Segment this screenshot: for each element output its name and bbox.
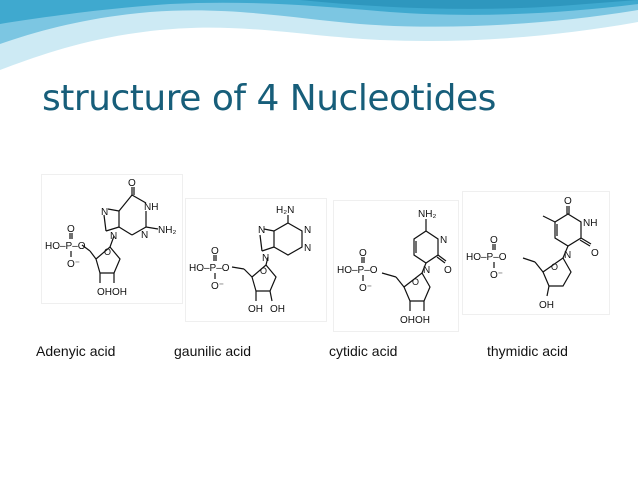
p-oxo-label: O bbox=[359, 248, 367, 259]
oh-label: OH bbox=[539, 300, 554, 311]
n7-label: N bbox=[258, 225, 265, 236]
n9-label: N bbox=[110, 231, 117, 242]
nh2-label: NH₂ bbox=[158, 225, 176, 236]
phosphate-label: HO–P–O bbox=[466, 252, 507, 263]
structure-adenyic-acid: O NH NH₂ N N N O HO–P–O O⁻ O OHOH bbox=[41, 174, 183, 304]
n7-label: N bbox=[101, 207, 108, 218]
oh-label: OH bbox=[248, 304, 263, 315]
n1-label: N bbox=[423, 265, 430, 276]
n9-label: N bbox=[262, 253, 269, 264]
p-minus-label: O⁻ bbox=[67, 259, 80, 270]
phosphate-label: HO–P–O bbox=[337, 265, 378, 276]
n3-label: N bbox=[304, 243, 311, 254]
n3-label: N bbox=[141, 230, 148, 241]
nh-label: NH bbox=[144, 202, 158, 213]
diol-label: OHOH bbox=[400, 315, 430, 326]
phosphate-label: HO–P–O bbox=[189, 263, 230, 274]
h2n-label: H₂N bbox=[276, 205, 294, 216]
header-banner bbox=[0, 0, 638, 70]
ring-o-label: O bbox=[104, 247, 111, 257]
p-minus-label: O⁻ bbox=[211, 281, 224, 292]
carbonyl-o-label: O bbox=[128, 178, 136, 189]
phosphate-label: HO–P–O bbox=[45, 241, 86, 252]
nh2-label: NH₂ bbox=[418, 209, 436, 220]
slide-title: structure of 4 Nucleotides bbox=[42, 78, 496, 119]
nucleotide-diagram: O NH NH₂ N N N O HO–P–O O⁻ O OHOH bbox=[45, 178, 176, 298]
ring-o-label: O bbox=[412, 277, 419, 287]
n1-label: N bbox=[564, 250, 571, 261]
diol-label: OHOH bbox=[97, 287, 127, 298]
p-minus-label: O⁻ bbox=[359, 283, 372, 294]
oh-label: OH bbox=[270, 304, 285, 315]
structure-thymidic-acid: O NH N O O HO–P–O O⁻ O OH bbox=[462, 191, 610, 315]
p-minus-label: O⁻ bbox=[490, 270, 503, 281]
ring-o-label: O bbox=[260, 266, 267, 276]
nh-label: NH bbox=[583, 218, 597, 229]
caption-gaunilic-acid: gaunilic acid bbox=[174, 343, 252, 359]
caption-cytidic-acid: cytidic acid bbox=[329, 343, 398, 359]
n1-label: N bbox=[304, 225, 311, 236]
c-o-label: O bbox=[444, 265, 452, 276]
nucleotide-diagram: H₂N N N N N O HO–P–O O⁻ O OH OH bbox=[189, 205, 311, 315]
ring-o-label: O bbox=[551, 262, 558, 272]
caption-adenyic-acid: Adenyic acid bbox=[36, 343, 116, 359]
n3-label: N bbox=[440, 235, 447, 246]
p-oxo-label: O bbox=[67, 224, 75, 235]
nucleotide-diagram: NH₂ N N O O HO–P–O O⁻ O OHOH bbox=[337, 209, 452, 326]
o2-label: O bbox=[591, 248, 599, 259]
structure-gaunilic-acid: H₂N N N N N O HO–P–O O⁻ O OH OH bbox=[185, 198, 327, 322]
p-oxo-label: O bbox=[490, 235, 498, 246]
p-oxo-label: O bbox=[211, 246, 219, 257]
o4-label: O bbox=[564, 196, 572, 207]
structure-cytidic-acid: NH₂ N N O O HO–P–O O⁻ O OHOH bbox=[333, 200, 459, 332]
nucleotide-diagram: O NH N O O HO–P–O O⁻ O OH bbox=[466, 196, 599, 311]
caption-thymidic-acid: thymidic acid bbox=[487, 343, 568, 359]
